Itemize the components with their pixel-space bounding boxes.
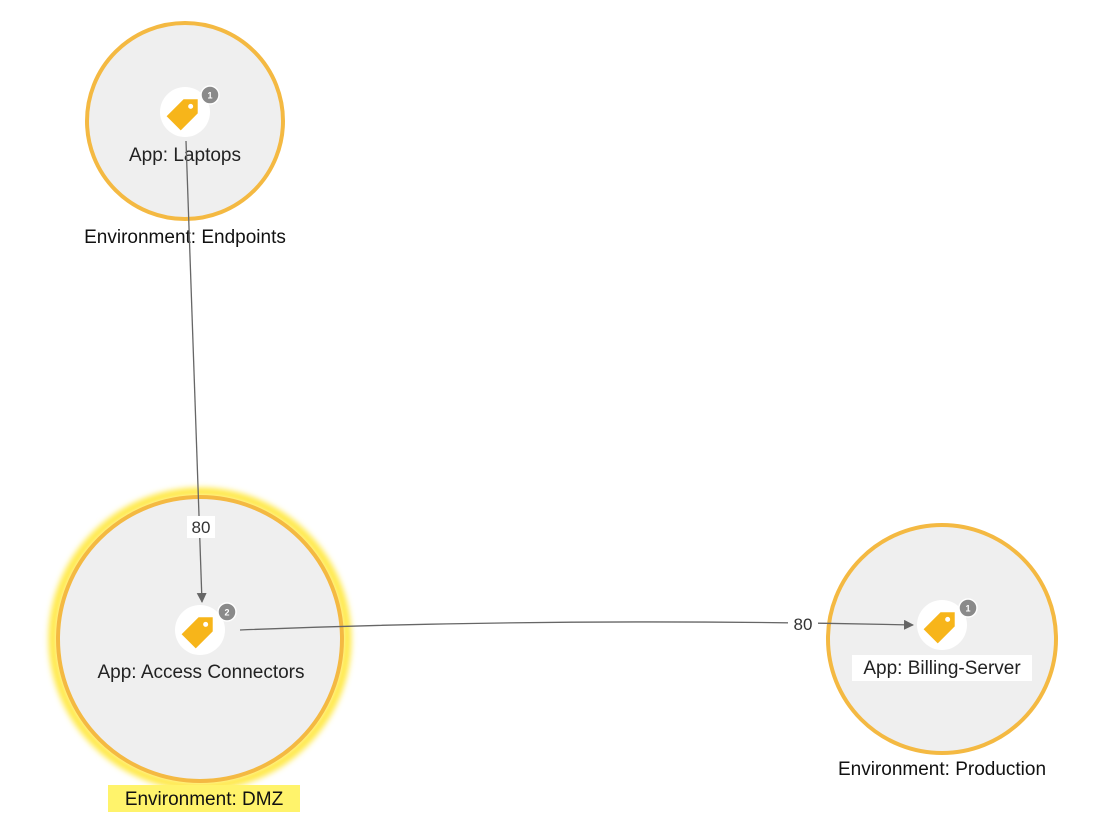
edge-access-to-billing-port: 80 [794,615,813,634]
edge-laptops-to-access[interactable]: 80 [185,140,215,603]
node-billing-environment: Environment: Production [838,759,1046,780]
tag-icon [166,99,198,131]
node-billing-env-bg [826,755,1058,782]
node-billing-label: App: Billing-Server [863,658,1021,679]
node-billing-label-bg [852,655,1032,681]
edge-access-to-billing[interactable]: 80 [239,613,914,635]
node-laptops-environment: Environment: Endpoints [84,227,286,248]
node-laptops-label: App: Laptops [129,145,241,166]
edge-laptops-to-access-port-bg [187,516,215,538]
node-access-count-badge [217,602,237,622]
node-laptops-env-bg [74,222,296,250]
node-access-environment: Environment: DMZ [125,789,284,810]
node-access-count: 2 [224,608,229,618]
node-access-env-highlight [108,785,300,812]
node-access-label: App: Access Connectors [98,662,305,683]
node-laptops-count: 1 [207,91,212,101]
edge-access-to-billing-port-bg [788,613,818,635]
node-laptops-count-badge [200,85,220,105]
tag-icon [923,612,955,644]
node-billing-count-badge [958,598,978,618]
tag-icon [181,617,213,649]
node-laptops[interactable]: 1 App: Laptops Environment: Endpoints [74,21,296,250]
node-billing-server[interactable]: 1 App: Billing-Server Environment: Produ… [826,523,1058,782]
node-access-connectors[interactable]: 2 App: Access Connectors Environment: DM… [48,487,352,812]
edge-laptops-to-access-port: 80 [192,518,211,537]
node-billing-count: 1 [965,604,970,614]
